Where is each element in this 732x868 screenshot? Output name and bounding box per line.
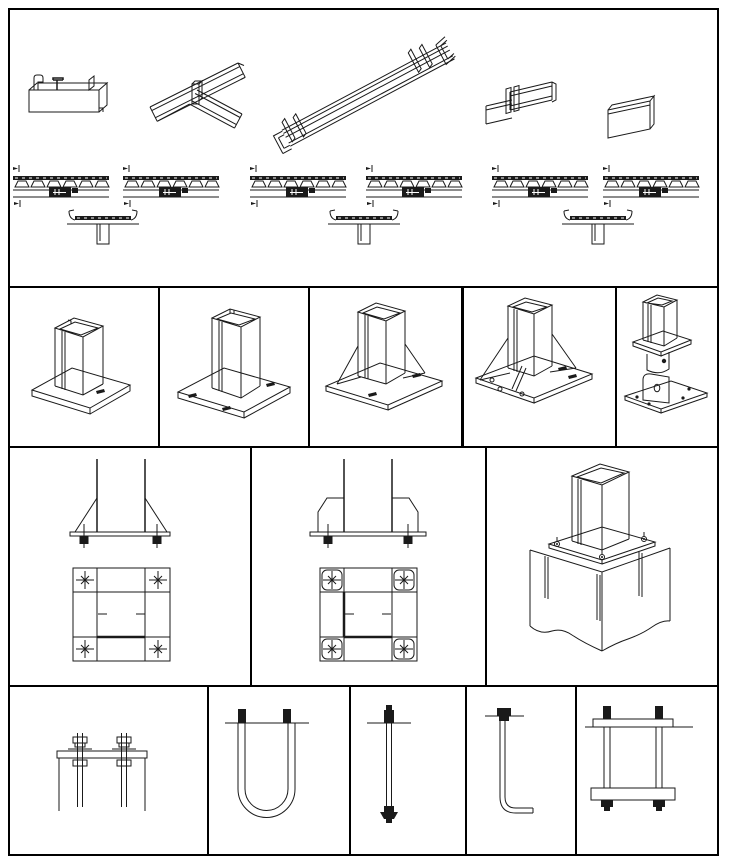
panel-base-gusseted-2 — [461, 288, 615, 446]
spliced-purlin-icon — [272, 36, 456, 154]
panel-base-plate-1 — [10, 288, 158, 446]
figure-bolt-cage — [585, 706, 693, 811]
figure-base-plate-1 — [30, 317, 132, 415]
panel-base-hinged — [615, 288, 717, 446]
deck-joint-section-icon — [365, 164, 463, 208]
deck-hanger-icon — [561, 209, 635, 245]
figure-base-detail-2 — [309, 459, 427, 662]
figure-l-bolt — [485, 708, 534, 814]
panel-row-anchor-bolts — [10, 685, 717, 854]
figure-pedestal — [529, 463, 671, 652]
deck-hanger-icon — [327, 209, 401, 245]
panel-row-base-plates — [10, 286, 717, 446]
flat-plate-icon — [607, 94, 656, 139]
figure-anchor-pair — [56, 733, 148, 811]
figure-base-hinged — [623, 294, 709, 414]
figure-top-details — [12, 36, 700, 245]
panel-bolt-cage — [575, 687, 717, 854]
figure-u-bolt — [225, 709, 309, 818]
figure-base-gusseted-2 — [474, 297, 594, 404]
figure-base-detail-1 — [69, 459, 171, 662]
deck-joint-section-icon — [249, 164, 347, 208]
deck-joint-section-icon — [491, 164, 589, 208]
channel-splice-icon — [485, 81, 557, 125]
deck-hanger-icon — [66, 209, 140, 245]
panel-base-detail-chamfered — [250, 448, 485, 685]
figure-base-gusseted-1 — [324, 302, 444, 411]
panel-anchor-pair — [10, 687, 207, 854]
figure-straight-bolt — [367, 705, 411, 823]
deck-joint-section-icon — [122, 164, 220, 208]
panel-base-gusseted-1 — [308, 288, 461, 446]
deck-joint-section-icon — [12, 164, 110, 208]
track-with-clips-icon — [28, 74, 109, 113]
sheet-border — [8, 8, 719, 856]
figure-base-plate-2 — [176, 308, 292, 419]
channel-tee-icon — [149, 62, 246, 129]
panel-straight-bolt — [349, 687, 465, 854]
panel-base-plate-2 — [158, 288, 308, 446]
panel-base-detail-triangular — [10, 448, 250, 685]
panel-column-on-pedestal — [485, 448, 717, 685]
deck-joint-section-icon — [602, 164, 700, 208]
panel-beam-and-deck-details — [10, 10, 717, 286]
panel-row-base-details — [10, 446, 717, 685]
panel-l-bolt — [465, 687, 575, 854]
panel-u-bolt — [207, 687, 349, 854]
